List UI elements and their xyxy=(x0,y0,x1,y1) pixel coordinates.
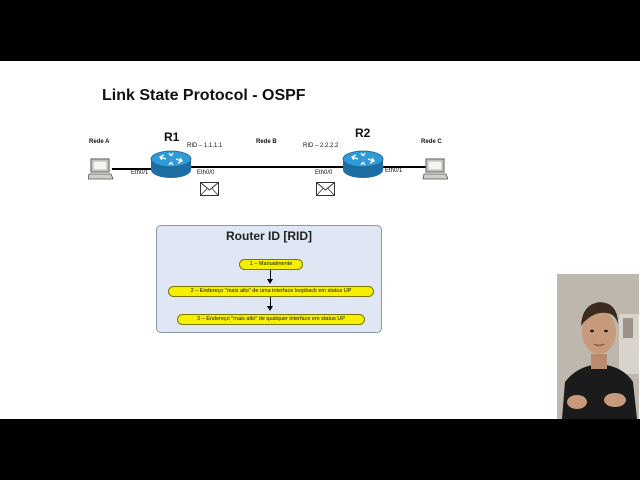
envelope-icon xyxy=(316,182,335,196)
router-icon xyxy=(342,150,384,178)
r1-left-iface: Eth0/1 xyxy=(131,170,149,176)
r2-right-iface: Eth0/1 xyxy=(385,168,403,174)
arrow-connector xyxy=(270,270,271,280)
envelope-icon xyxy=(200,182,219,196)
router-r1-name: R1 xyxy=(164,130,180,144)
rid-step-1: 1 – Manualmente xyxy=(239,259,303,270)
router-r2-name: R2 xyxy=(355,126,371,140)
r2-left-iface: Eth0/0 xyxy=(315,170,333,176)
router-id-heading: Router ID [RID] xyxy=(226,229,312,243)
slide-title: Link State Protocol - OSPF xyxy=(102,87,306,104)
network-c-label: Rede C xyxy=(421,139,442,145)
rid-step-3: 3 – Endereço "mais alto" de qualquer int… xyxy=(177,314,365,325)
rid-step-2: 2 – Endereço "mais alto" de uma interfac… xyxy=(168,286,374,297)
slide: Link State Protocol - OSPF Rede A R1 RID… xyxy=(0,61,640,419)
arrow-head-icon xyxy=(267,306,273,311)
arrow-connector xyxy=(270,297,271,307)
router-id-panel: Router ID [RID] 1 – Manualmente 2 – Ende… xyxy=(156,225,382,333)
computer-icon xyxy=(88,158,114,180)
link-r2-pc-c xyxy=(382,166,426,168)
network-a-label: Rede A xyxy=(89,139,110,145)
r2-rid-label: RID – 2.2.2.2 xyxy=(303,143,339,149)
r1-rid-label: RID – 1.1.1.1 xyxy=(187,143,223,149)
router-icon xyxy=(150,150,192,178)
computer-icon xyxy=(422,158,448,180)
network-b-label: Rede B xyxy=(256,139,277,145)
presenter-image xyxy=(557,274,639,419)
presenter-webcam xyxy=(557,274,639,419)
arrow-head-icon xyxy=(267,279,273,284)
r1-right-iface: Eth0/0 xyxy=(197,170,215,176)
link-pc-a-r1 xyxy=(112,168,154,170)
link-r1-r2 xyxy=(190,166,344,168)
